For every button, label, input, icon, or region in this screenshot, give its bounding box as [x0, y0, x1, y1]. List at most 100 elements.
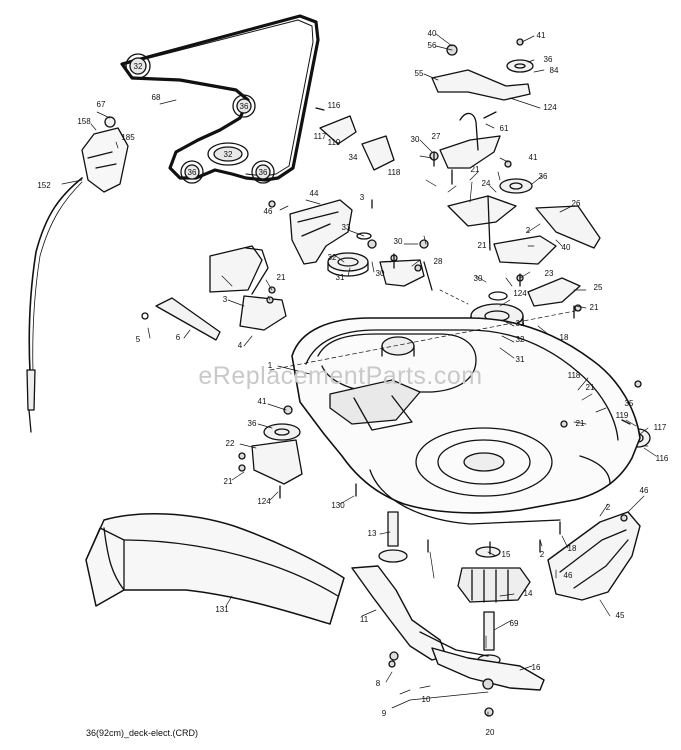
part-label: 18: [568, 544, 577, 553]
part-label: 55: [415, 69, 424, 78]
part-label: 116: [328, 101, 341, 110]
part-label: 117: [654, 423, 667, 432]
part-label: 21: [576, 419, 585, 428]
part-label: 40: [562, 243, 571, 252]
part-label: 10: [422, 695, 431, 704]
part-label: 32: [516, 335, 525, 344]
part-label: 4: [238, 341, 243, 350]
part-label: 11: [360, 615, 369, 624]
part-label: 36: [544, 55, 553, 64]
part-label: 27: [432, 132, 441, 141]
part-label: 35: [625, 399, 634, 408]
blade-icon: [351, 565, 545, 691]
belt-labels: 32 36 32 36 36: [134, 62, 268, 177]
part-label: 6: [176, 333, 181, 342]
part-label: 119: [616, 411, 629, 420]
part-label: 34: [349, 153, 358, 162]
part-label: 32: [328, 253, 337, 262]
part-label: 16: [532, 663, 541, 672]
part-label: 23: [545, 269, 554, 278]
bracket-icon: [251, 69, 613, 485]
watermark: eReplacementParts.com: [198, 362, 483, 390]
part-label: 119: [328, 138, 341, 147]
part-labels: 40 56 41 36 84 55 124 116 117 119 61 67 …: [37, 29, 669, 737]
leader-lines: [61, 33, 657, 717]
bolt-icon: [238, 38, 642, 717]
part-label: 25: [594, 283, 603, 292]
part-label: 31: [336, 273, 345, 282]
part-label: 36: [248, 419, 257, 428]
part-label: 21: [586, 383, 595, 392]
part-label: 56: [428, 41, 437, 50]
part-label: 84: [550, 66, 559, 75]
part-label: 41: [258, 397, 267, 406]
part-label: 3: [223, 295, 228, 304]
part-label: 18: [560, 333, 569, 342]
part-label: 31: [516, 355, 525, 364]
part-label: 22: [226, 439, 235, 448]
part-label: 5: [136, 335, 141, 344]
part-label: 30: [376, 269, 385, 278]
part-label: 2: [526, 226, 531, 235]
part-label: 152: [37, 181, 51, 190]
spindle-icon: [378, 511, 531, 666]
part-label: 24: [482, 179, 491, 188]
belt-label: 36: [259, 168, 268, 177]
part-label: 13: [368, 529, 377, 538]
part-label: 118: [388, 168, 401, 177]
part-label: 20: [486, 728, 495, 737]
part-label: 8: [376, 679, 381, 688]
diagram-caption: 36(92cm)_deck-elect.(CRD): [86, 728, 199, 738]
part-label: 46: [640, 486, 649, 495]
part-label: 46: [564, 571, 573, 580]
part-label: 36: [539, 172, 548, 181]
part-label: 131: [215, 605, 229, 614]
part-label: 61: [500, 124, 509, 133]
belt-label: 36: [240, 102, 249, 111]
part-label: 2: [540, 550, 545, 559]
belt-pulley-icon: [125, 53, 275, 184]
part-label: 67: [97, 100, 106, 109]
part-label: 21: [224, 477, 233, 486]
part-label: 21: [590, 303, 599, 312]
part-label: 3: [360, 193, 365, 202]
part-label: 21: [277, 273, 286, 282]
part-label: 46: [264, 207, 273, 216]
part-label: 185: [121, 133, 135, 142]
part-label: 41: [529, 153, 538, 162]
part-label: 15: [502, 550, 511, 559]
discharge-chute-icon: [547, 511, 641, 601]
part-label: 21: [471, 165, 480, 174]
part-label: 116: [656, 454, 669, 463]
part-label: 40: [428, 29, 437, 38]
part-label: 30: [474, 274, 483, 283]
part-label: 30: [411, 135, 420, 144]
belt-label: 36: [188, 168, 197, 177]
part-label: 2: [606, 503, 611, 512]
deck-housing-icon: [291, 317, 641, 525]
belt-label: 32: [134, 62, 143, 71]
part-label: 28: [434, 257, 443, 266]
part-label: 124: [543, 103, 557, 112]
part-label: 124: [513, 289, 527, 298]
part-label: 45: [616, 611, 625, 620]
part-label: 68: [152, 93, 161, 102]
belt-label: 32: [224, 150, 233, 159]
part-label: 69: [510, 619, 519, 628]
part-label: 124: [257, 497, 271, 506]
part-label: 30: [394, 237, 403, 246]
part-label: 41: [537, 31, 546, 40]
part-label: 21: [478, 241, 487, 250]
part-label: 33: [342, 223, 351, 232]
discharge-chute-icon: [85, 513, 345, 625]
bracket-icon: [141, 199, 433, 341]
part-label: 1: [268, 361, 273, 370]
part-label: 158: [77, 117, 91, 126]
part-label: 117: [314, 132, 327, 141]
part-label: 26: [572, 199, 581, 208]
part-label: 33: [516, 319, 525, 328]
part-label: 9: [382, 709, 387, 718]
part-label: 14: [524, 589, 533, 598]
part-label: 44: [310, 189, 319, 198]
